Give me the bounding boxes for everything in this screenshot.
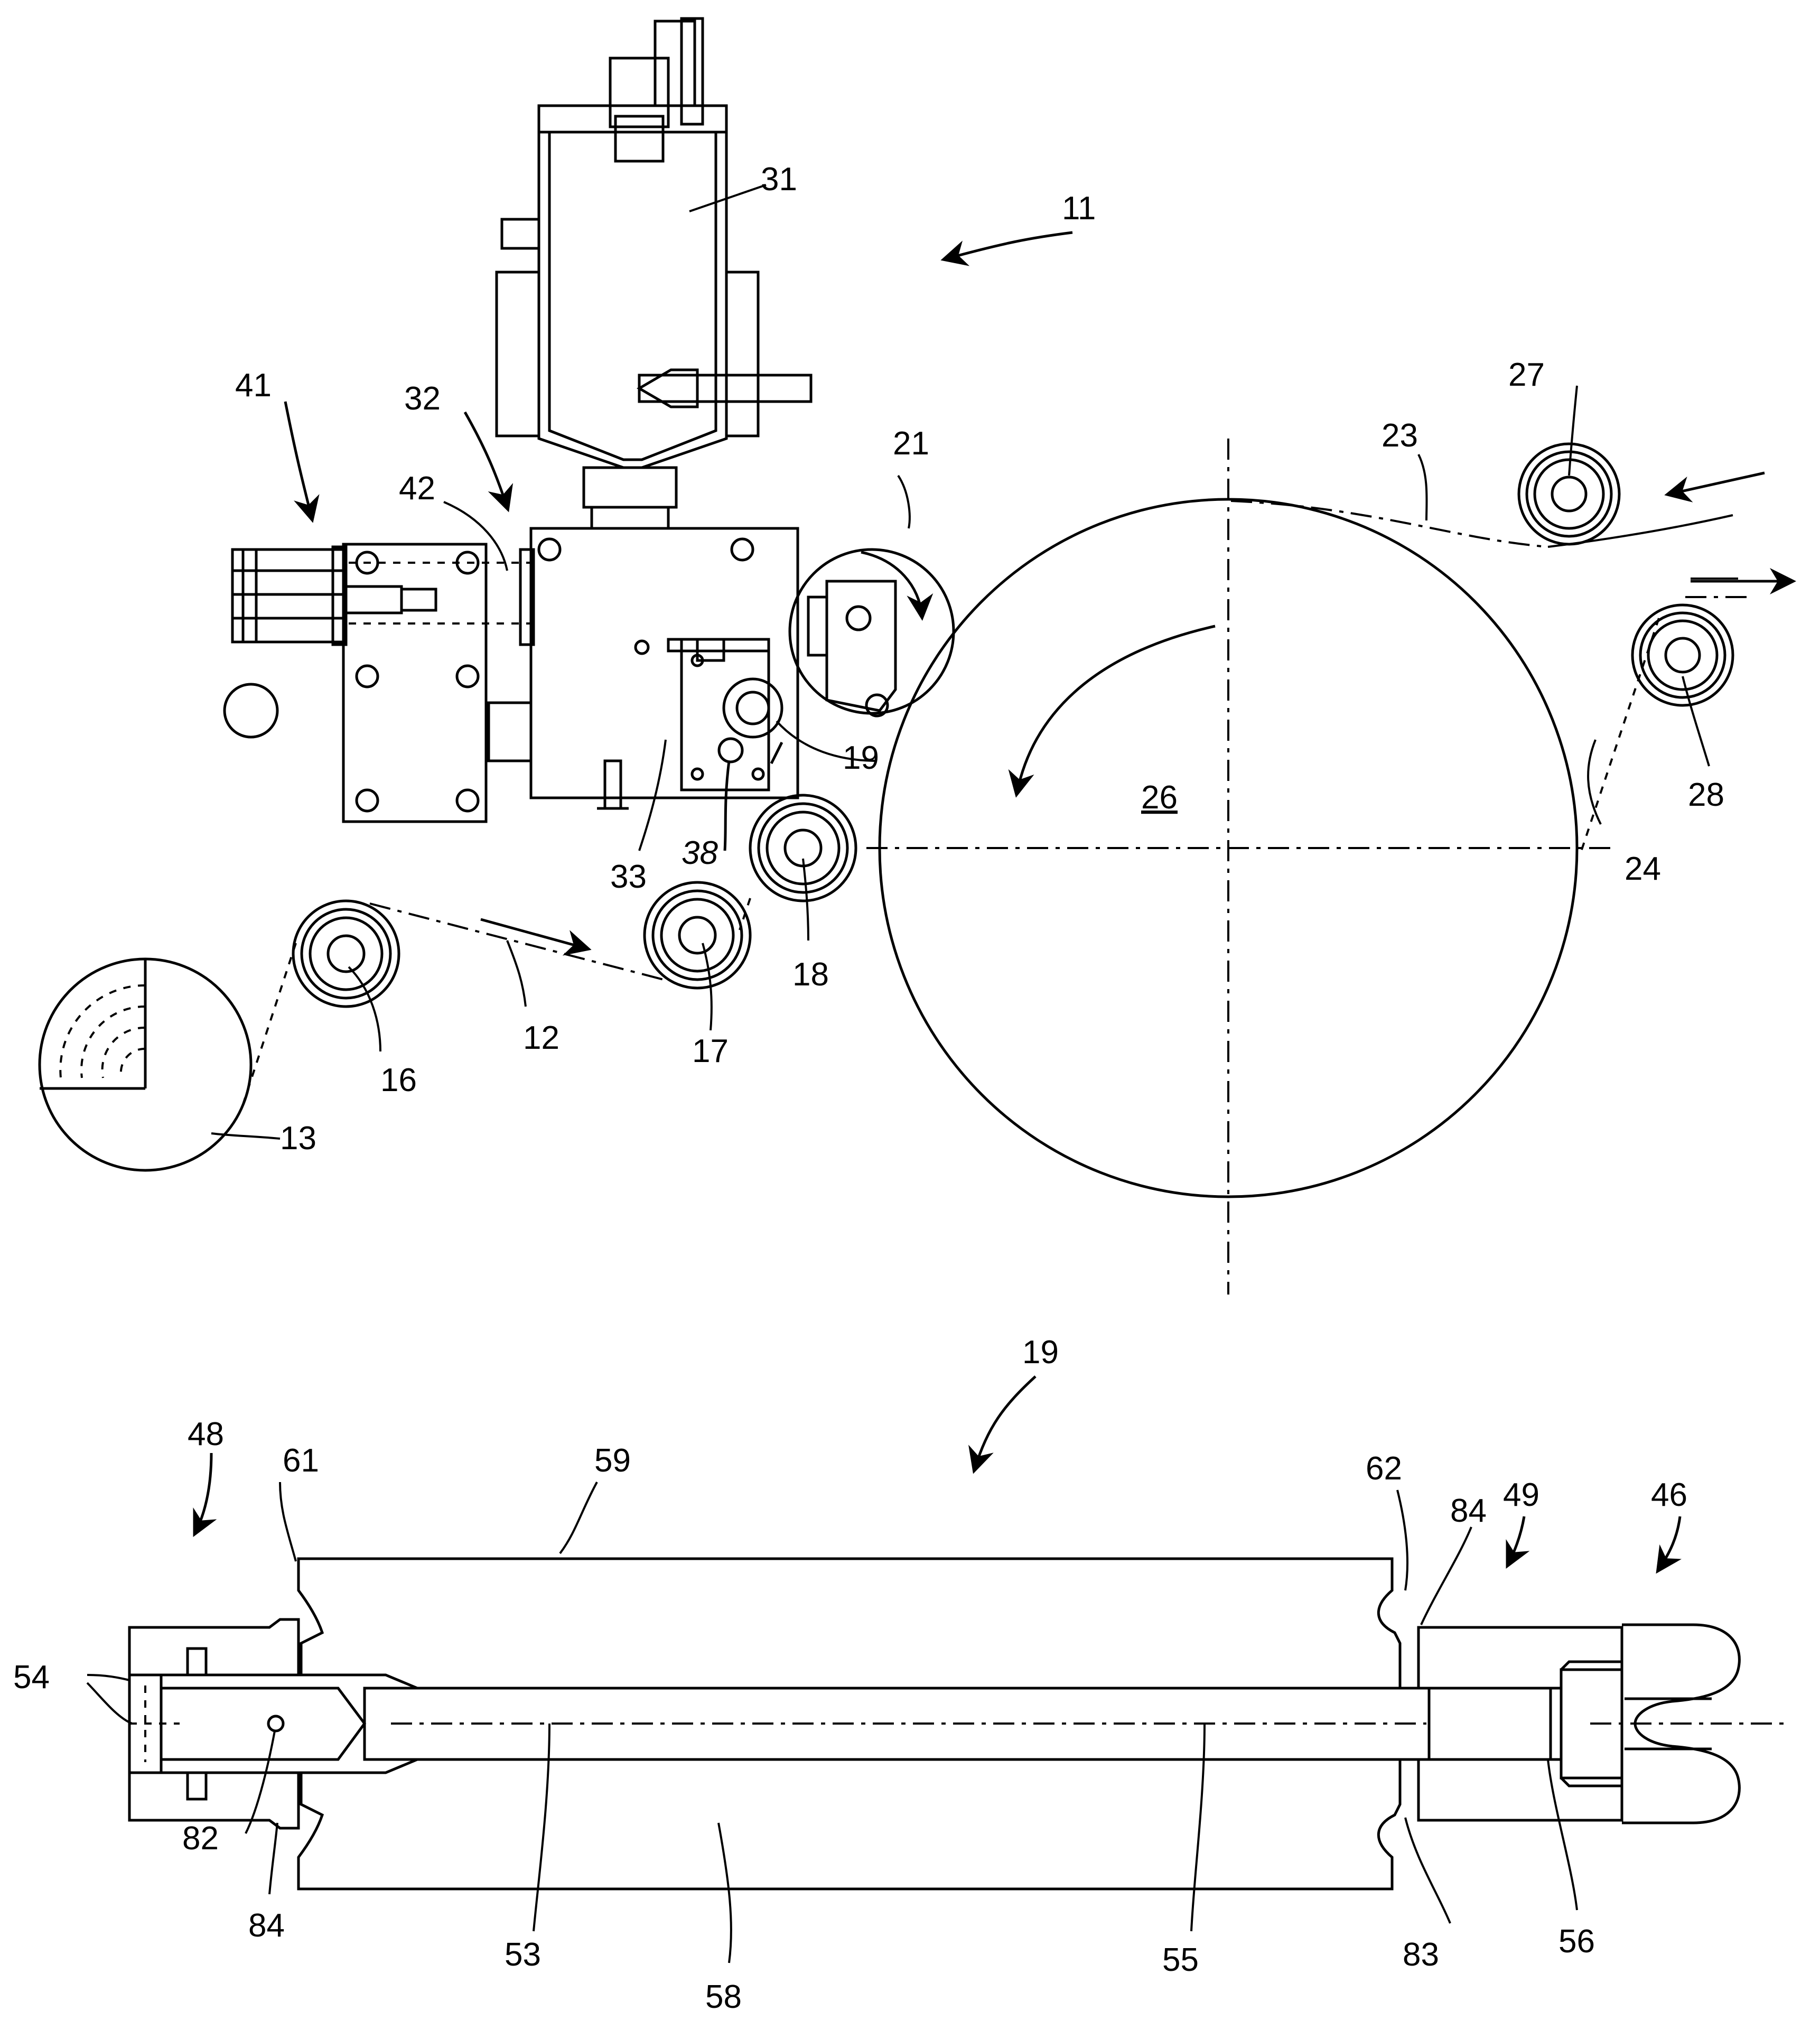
label-28: 28 xyxy=(1688,777,1724,813)
label-26: 26 xyxy=(1141,779,1178,816)
section-label-46: 46 xyxy=(1651,1477,1687,1513)
label-13: 13 xyxy=(280,1120,316,1157)
section-label-55: 55 xyxy=(1162,1942,1199,1978)
housing-33 xyxy=(489,528,798,808)
roller-28 xyxy=(1632,605,1733,705)
label-38: 38 xyxy=(682,835,718,871)
section-label-56: 56 xyxy=(1558,1923,1595,1960)
roller-27 xyxy=(1519,444,1619,544)
section-label-61: 61 xyxy=(283,1442,319,1479)
section-label-54: 54 xyxy=(13,1659,50,1696)
label-33: 33 xyxy=(610,859,647,895)
label-41: 41 xyxy=(235,367,272,404)
actuator-41 xyxy=(232,544,531,822)
applicator-head xyxy=(668,639,782,851)
roller-17 xyxy=(645,882,750,988)
right-end-49 xyxy=(1418,1625,1786,1823)
section-label-59: 59 xyxy=(594,1442,631,1479)
section-label-62: 62 xyxy=(1366,1450,1402,1487)
section-label-84-left: 84 xyxy=(248,1907,285,1944)
label-12: 12 xyxy=(523,1020,559,1056)
label-19: 19 xyxy=(843,740,879,776)
label-27: 27 xyxy=(1508,357,1545,393)
label-17: 17 xyxy=(692,1033,729,1069)
section-label-53: 53 xyxy=(505,1936,541,1973)
section-label-48: 48 xyxy=(188,1416,224,1452)
roller-18 xyxy=(750,795,856,901)
drum-26 xyxy=(866,439,1617,1295)
label-18: 18 xyxy=(792,956,829,993)
left-end-48 xyxy=(129,1619,365,1828)
section-label-82: 82 xyxy=(182,1820,219,1857)
section-leader-lines xyxy=(87,1376,1680,1963)
label-42: 42 xyxy=(399,470,435,507)
label-21: 21 xyxy=(893,425,929,462)
leader-lines xyxy=(211,185,1709,1139)
label-11: 11 xyxy=(1062,190,1096,227)
roller-section-figure: 19 46 48 49 53 54 55 56 58 59 61 62 82 8… xyxy=(13,1334,1786,2015)
roller-16 xyxy=(293,901,399,1007)
section-label-84-right: 84 xyxy=(1450,1493,1487,1529)
label-23: 23 xyxy=(1382,417,1418,454)
hopper-31 xyxy=(497,18,811,528)
supply-reel-13 xyxy=(40,959,251,1170)
label-31: 31 xyxy=(761,161,797,198)
section-label-49: 49 xyxy=(1503,1477,1539,1513)
unit-21 xyxy=(790,550,954,716)
machine-overview-figure: 11 12 13 16 17 18 19 21 23 24 26 27 28 3… xyxy=(40,18,1791,1295)
section-label-19: 19 xyxy=(1022,1334,1059,1371)
section-label-58: 58 xyxy=(705,1979,742,2015)
label-24: 24 xyxy=(1625,851,1661,887)
shaft-53-55 xyxy=(365,1688,1429,1759)
small-circle xyxy=(225,684,277,737)
label-32: 32 xyxy=(404,380,441,417)
section-label-83: 83 xyxy=(1403,1936,1439,1973)
label-16: 16 xyxy=(380,1062,417,1098)
